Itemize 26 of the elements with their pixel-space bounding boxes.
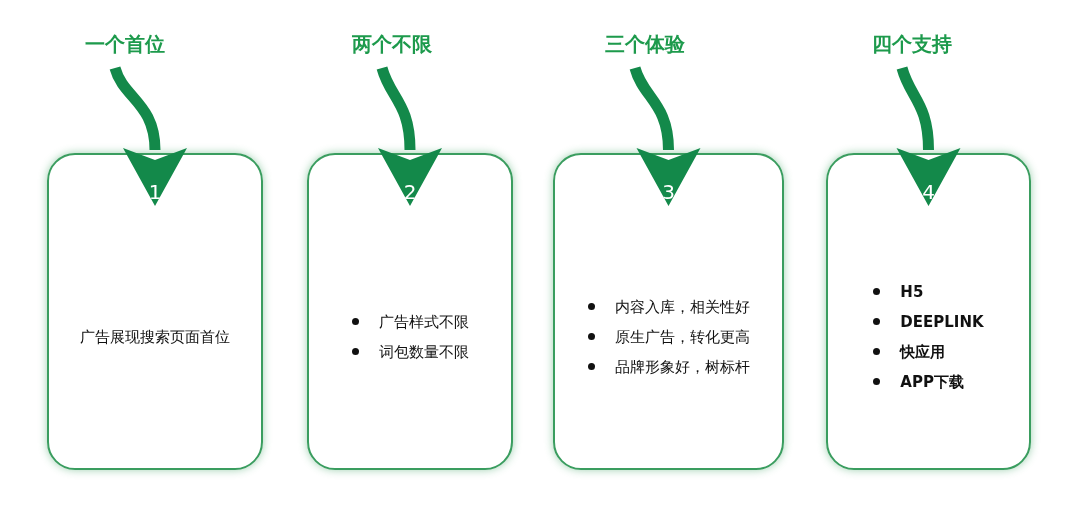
card-text: 广告展现搜索页面首位: [80, 326, 230, 347]
bullet-text: 品牌形象好，树标杆: [614, 356, 750, 377]
bullet-text: 原生广告，转化更高: [614, 326, 750, 347]
curved-arrow: [376, 66, 442, 206]
bullet-text: 词包数量不限: [378, 341, 469, 362]
bullet-text: 内容入库，相关性好: [614, 296, 750, 317]
bullet-text: 广告样式不限: [378, 311, 469, 332]
bullet-text: DEEPLINK: [900, 311, 984, 332]
bullet-text: APP下载: [900, 371, 964, 392]
bullet-text: 快应用: [900, 341, 946, 362]
curved-arrow: [896, 66, 961, 206]
step-number: 1: [147, 180, 163, 204]
step-card: [826, 153, 1031, 470]
curved-arrow: [629, 66, 701, 206]
step-number: 3: [661, 180, 676, 204]
step-heading: 两个不限: [312, 30, 472, 58]
curved-arrow: [109, 66, 187, 206]
bullet-text: H5: [900, 281, 924, 302]
step-number: 2: [402, 180, 418, 204]
step-card: [307, 153, 513, 470]
step-number: 4: [921, 180, 936, 204]
step-card: [47, 153, 263, 470]
step-heading: 四个支持: [832, 30, 992, 58]
step-card: [553, 153, 784, 470]
step-heading: 三个体验: [565, 30, 725, 58]
step-heading: 一个首位: [45, 30, 205, 58]
